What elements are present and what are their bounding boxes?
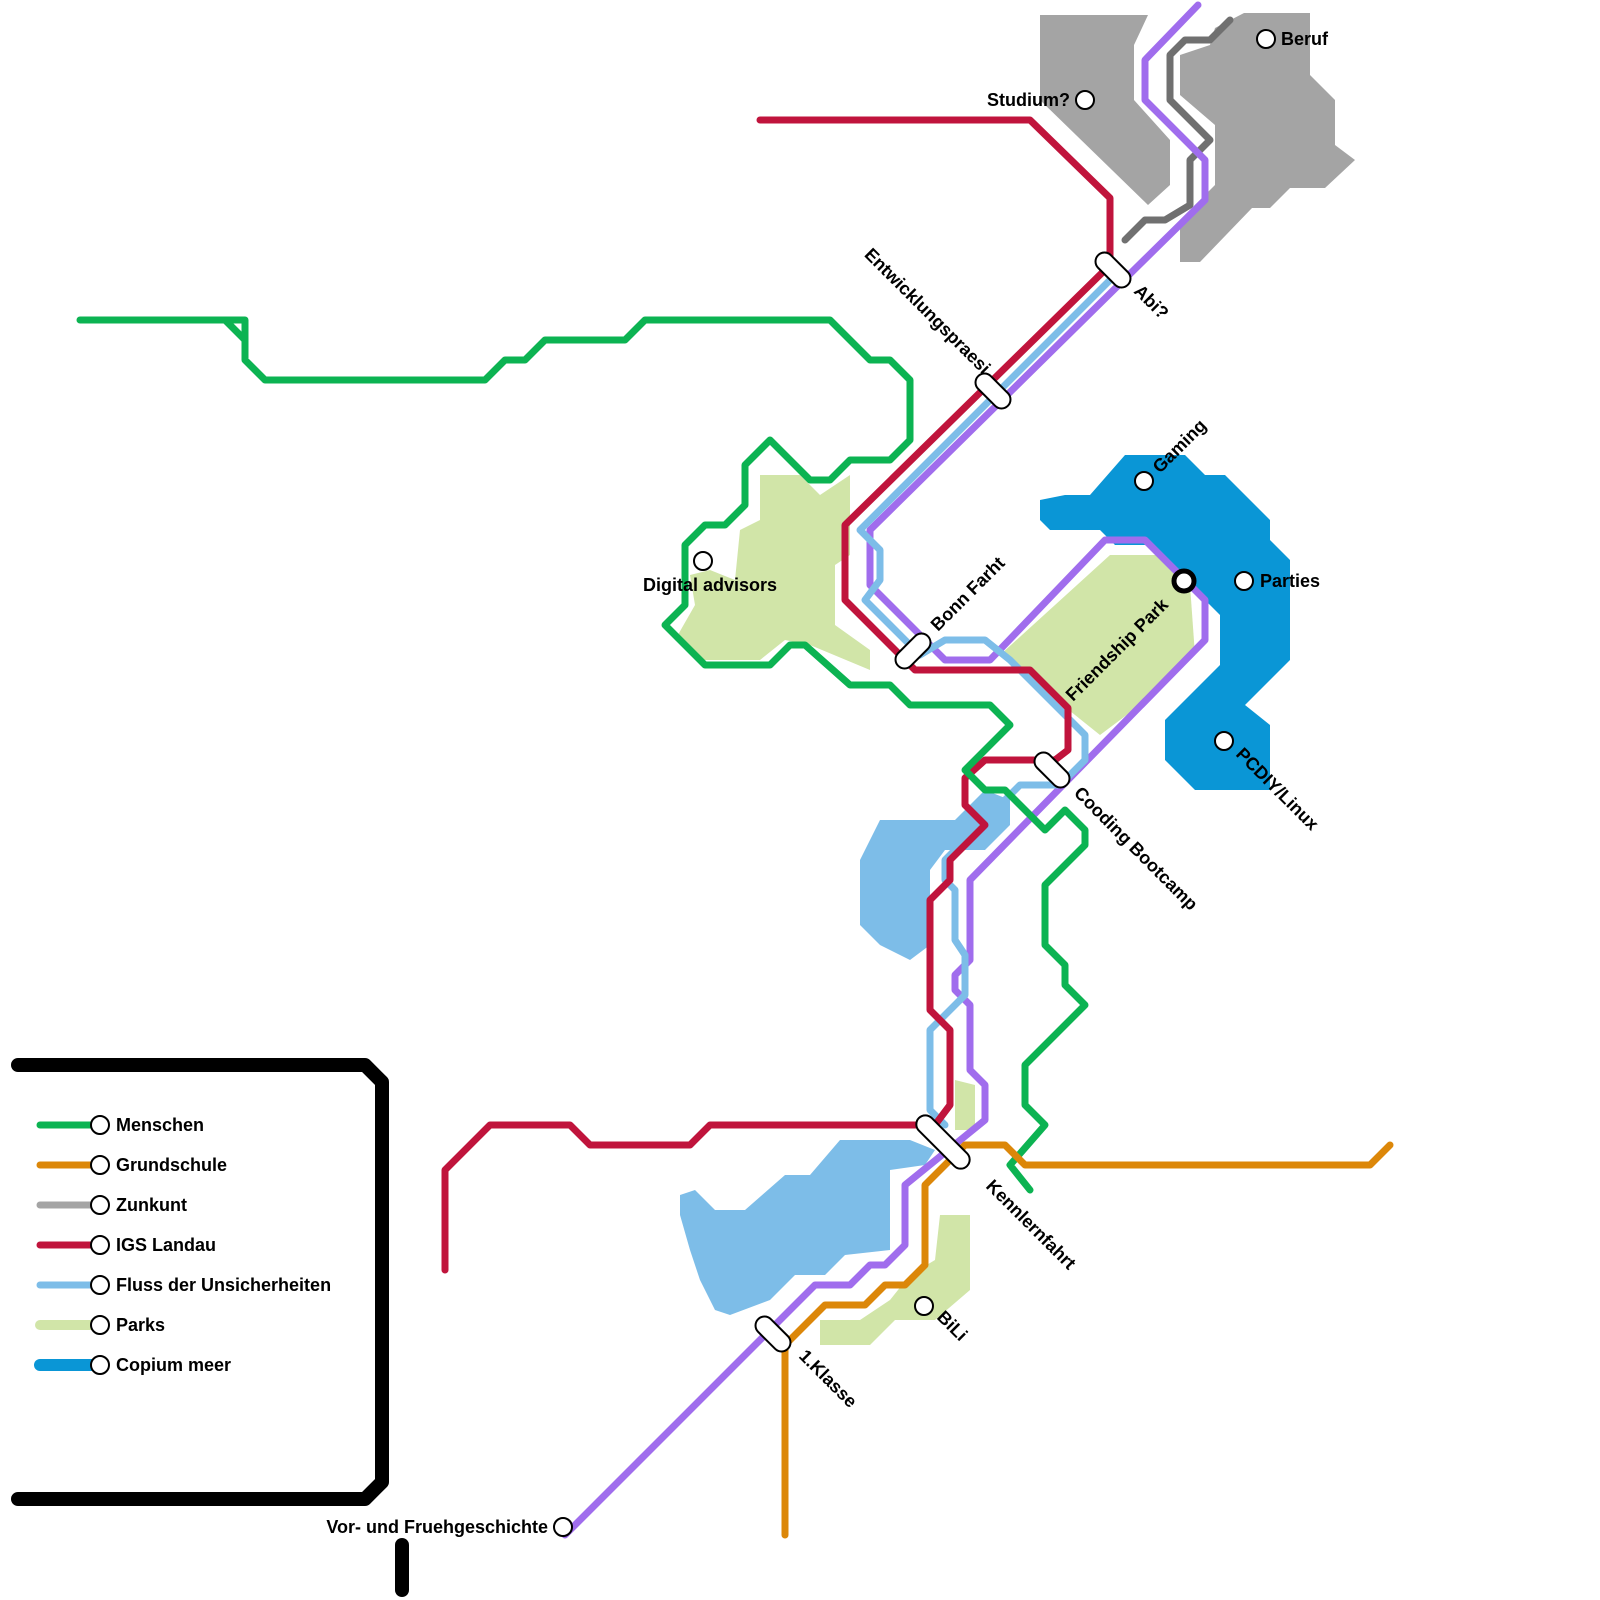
legend-item-fluss: Fluss der Unsicherheiten	[36, 1275, 331, 1295]
legend-item-parks: Parks	[35, 1315, 165, 1335]
station-entwicklung[interactable]	[972, 370, 1014, 412]
line-zukunft	[1121, 16, 1234, 244]
line-grundschule-path	[781, 1141, 1394, 1539]
park-bili	[820, 1215, 970, 1345]
legend-station-icon	[90, 1355, 110, 1375]
stations: Beruf Studium? Abi? Entwicklungspraesi G…	[326, 29, 1329, 1537]
park-digital-advisors	[675, 475, 870, 670]
legend-item-zunkunt: Zunkunt	[36, 1195, 187, 1215]
station-parties[interactable]	[1234, 571, 1254, 591]
fluss-lake-lower	[680, 1140, 935, 1315]
line-menschen-stub	[221, 316, 249, 344]
label-klasse: 1.Klasse	[795, 1346, 861, 1412]
legend-station-icon	[90, 1235, 110, 1255]
station-cooding[interactable]	[1031, 749, 1073, 791]
legend-label-grundschule: Grundschule	[116, 1155, 227, 1175]
legend-station-icon	[90, 1115, 110, 1135]
legend-label-menschen: Menschen	[116, 1115, 204, 1135]
station-pcdiy[interactable]	[1214, 731, 1234, 751]
legend-label-parks: Parks	[116, 1315, 165, 1335]
label-cooding: Cooding Bootcamp	[1070, 783, 1202, 915]
legend-station-icon	[90, 1275, 110, 1295]
line-purple-path	[561, 1, 1209, 1539]
line-grundschule	[781, 1141, 1394, 1539]
zukunft-area-left	[1040, 15, 1170, 205]
label-parties: Parties	[1260, 571, 1320, 591]
line-purple	[561, 1, 1209, 1539]
legend-label-zunkunt: Zunkunt	[116, 1195, 187, 1215]
legend-item-copium: Copium meer	[34, 1355, 231, 1375]
park-small	[955, 1080, 975, 1130]
station-abi[interactable]	[1092, 249, 1134, 291]
legend-label-fluss: Fluss der Unsicherheiten	[116, 1275, 331, 1295]
station-studium[interactable]	[1075, 90, 1095, 110]
legend: Menschen Grundschule Zunkunt IGS Landau …	[11, 1058, 409, 1597]
legend-station-icon	[90, 1155, 110, 1175]
legend-station-icon	[90, 1195, 110, 1215]
zukunft-areas	[1040, 13, 1355, 262]
legend-frame	[11, 1058, 389, 1506]
line-igs-main	[441, 116, 1114, 1274]
label-studium: Studium?	[987, 90, 1070, 110]
legend-label-copium: Copium meer	[116, 1355, 231, 1375]
label-digital: Digital advisors	[643, 575, 777, 595]
copium-sea	[1040, 455, 1290, 790]
line-menschen-main	[76, 316, 1089, 1194]
line-menschen	[76, 316, 1089, 1194]
label-bonn: Bonn Farht	[927, 553, 1009, 635]
station-friendship[interactable]	[1171, 568, 1197, 594]
label-vor: Vor- und Fruehgeschichte	[326, 1517, 548, 1537]
station-gaming[interactable]	[1134, 471, 1154, 491]
station-vor[interactable]	[553, 1517, 573, 1537]
label-abi: Abi?	[1130, 281, 1172, 323]
line-igs	[441, 116, 1114, 1274]
station-klasse[interactable]	[752, 1313, 794, 1355]
station-kennlern[interactable]	[913, 1112, 974, 1173]
label-beruf: Beruf	[1281, 29, 1329, 49]
legend-item-menschen: Menschen	[36, 1115, 204, 1135]
zukunft-area-right	[1180, 13, 1355, 262]
station-bili[interactable]	[914, 1296, 934, 1316]
legend-label-igs: IGS Landau	[116, 1235, 216, 1255]
legend-station-icon	[90, 1315, 110, 1335]
station-digital[interactable]	[693, 551, 713, 571]
legend-item-igs: IGS Landau	[36, 1235, 216, 1255]
line-zukunft-path	[1121, 16, 1234, 244]
station-beruf[interactable]	[1256, 29, 1276, 49]
legend-item-grundschule: Grundschule	[36, 1155, 227, 1175]
park-friendship	[1000, 555, 1195, 735]
station-bonn[interactable]	[892, 630, 934, 672]
copium-sea-area	[1040, 455, 1290, 790]
